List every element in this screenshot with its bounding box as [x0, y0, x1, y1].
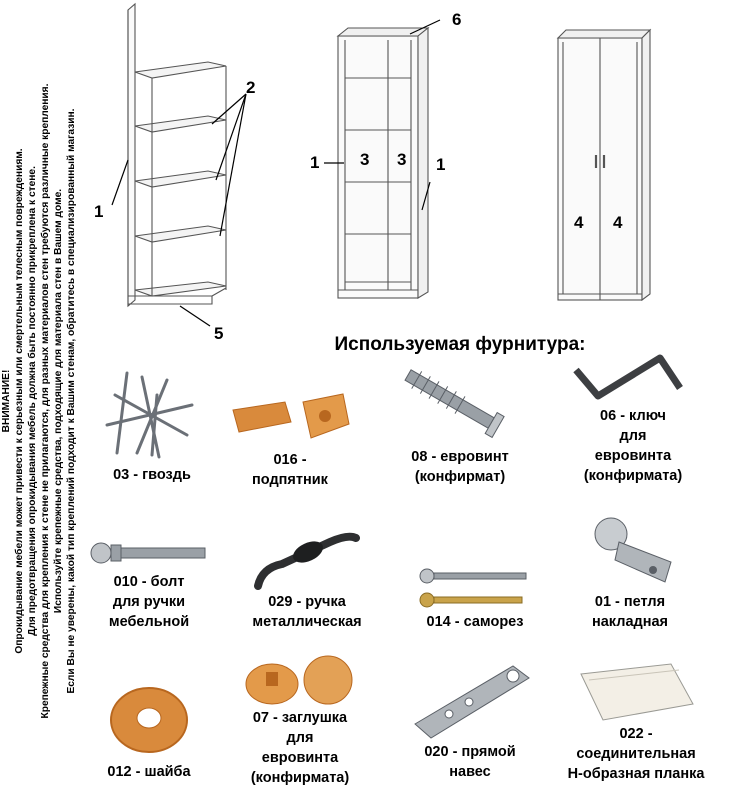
fitting-washer: 012 - шайба [88, 672, 210, 782]
fitting-caption: 08 - евровинт [411, 449, 509, 465]
fitting-caption: 03 - гвоздь [113, 467, 191, 483]
fitting-caption: 01 - петля [594, 594, 666, 610]
fitting-caption: 016 - [273, 452, 307, 468]
label-plinth: 5 [214, 324, 224, 343]
fitting-caption: (конфирмата) [583, 468, 683, 484]
fitting-cap: 07 - заглушка для евровинта (конфирмата) [225, 652, 375, 788]
label-side-panel: 1 [94, 202, 104, 221]
fitting-wood-screw: 014 - саморез [405, 566, 545, 632]
fitting-caption: для ручки [112, 594, 186, 610]
fitting-hanger: 020 - прямой навес [395, 652, 545, 782]
fitting-caption: навес [449, 764, 491, 780]
washer-icon [110, 687, 188, 753]
fitting-hinge: 01 - петля накладная [555, 512, 705, 632]
bookcase-diagram [336, 26, 430, 299]
fitting-confirmat-screw: 08 - евровинт (конфирмат) [385, 365, 535, 487]
assembly-diagrams [111, 2, 652, 327]
hanger-plate-icon [414, 665, 530, 739]
hex-key-icon [573, 354, 683, 400]
open-shelf-diagram [127, 2, 227, 308]
fitting-caption: для [286, 730, 314, 746]
foot-pad-icon [232, 393, 350, 439]
cabinet-diagram [556, 28, 652, 302]
fitting-caption: 012 - шайба [107, 764, 191, 780]
label-case-side-right: 1 [436, 155, 446, 174]
cap-icon [245, 655, 353, 705]
label-case-inner-left: 3 [360, 150, 370, 169]
fitting-leveller: 016 - подпятник [220, 388, 360, 490]
wood-screw-icon [419, 568, 527, 608]
fitting-caption: 029 - ручка [268, 594, 346, 610]
fittings-heading: Используемая фурнитура: [334, 334, 586, 355]
hinge-icon [594, 517, 672, 583]
fitting-caption: металлическая [252, 614, 362, 630]
fitting-caption: подпятник [252, 472, 328, 488]
fitting-caption: 020 - прямой [424, 744, 516, 760]
foot-pad-shape [232, 393, 350, 439]
bolt-icon [90, 542, 206, 564]
fitting-caption: накладная [591, 614, 669, 630]
fitting-caption: соединительная [576, 746, 696, 762]
confirmat-screw-icon [404, 369, 505, 439]
fitting-caption: мебельной [108, 614, 190, 630]
nail-icon [105, 371, 194, 459]
fitting-caption: евровинта [261, 750, 339, 766]
fitting-caption: 022 - [619, 726, 653, 742]
label-case-inner-right: 3 [397, 150, 407, 169]
fitting-caption: Н-образная планка [567, 766, 705, 782]
fitting-metal-handle: 029 - ручка металлическая [232, 528, 382, 632]
fitting-nail: 03 - гвоздь [92, 365, 212, 485]
h-strip-icon [580, 663, 694, 721]
fitting-caption: 010 - болт [113, 574, 185, 590]
fitting-caption: (конфирмата) [250, 770, 350, 786]
fitting-hex-key: 06 - ключ для евровинта (конфирмата) [558, 350, 708, 486]
fitting-caption: евровинта [594, 448, 672, 464]
label-case-side-left: 1 [310, 153, 320, 172]
fitting-handle-bolt: 010 - болт для ручки мебельной [84, 534, 214, 632]
fitting-caption: 06 - ключ [600, 408, 666, 424]
fitting-caption: (конфирмат) [414, 469, 506, 485]
label-door-left: 4 [574, 213, 584, 232]
fitting-h-strip: 022 - соединительная Н-образная планка [548, 660, 724, 784]
fitting-caption: 014 - саморез [426, 614, 524, 630]
handle-icon [254, 532, 360, 590]
label-shelves: 2 [246, 78, 256, 97]
fitting-caption: 07 - заглушка [252, 710, 348, 726]
label-case-top: 6 [452, 10, 462, 29]
label-door-right: 4 [613, 213, 623, 232]
fitting-caption: для [619, 428, 647, 444]
